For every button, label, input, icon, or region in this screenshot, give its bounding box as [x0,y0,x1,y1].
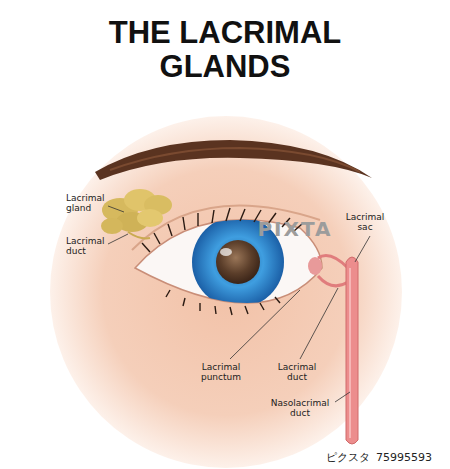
lower-duct [318,276,348,286]
pupil [216,240,260,284]
caruncle [308,257,322,275]
part-label: Lacrimal duct [66,236,110,257]
part-label: Lacrimal duct [272,362,322,383]
part-label: Lacrimal sac [340,212,390,233]
eyebrow-hair [110,148,360,172]
part-label: Lacrimal punctum [190,362,252,383]
leader-lines [108,206,370,402]
part-label: Lacrimal gland [66,193,110,214]
skin-disc [50,116,402,468]
upper-duct [318,256,348,268]
gland-duct [128,232,150,238]
duct-highlight [349,268,351,438]
watermark: ピクスタ [300,452,370,465]
lacrimal-gland [101,189,172,234]
title: THE LACRIMAL GLANDS [85,16,365,84]
watermark: 75995593 [376,452,446,465]
watermark: PIXTA [250,218,340,241]
lacrimal-sac [346,257,358,444]
eyebrow [95,140,372,180]
part-label: Nasolacrimal duct [268,398,332,419]
